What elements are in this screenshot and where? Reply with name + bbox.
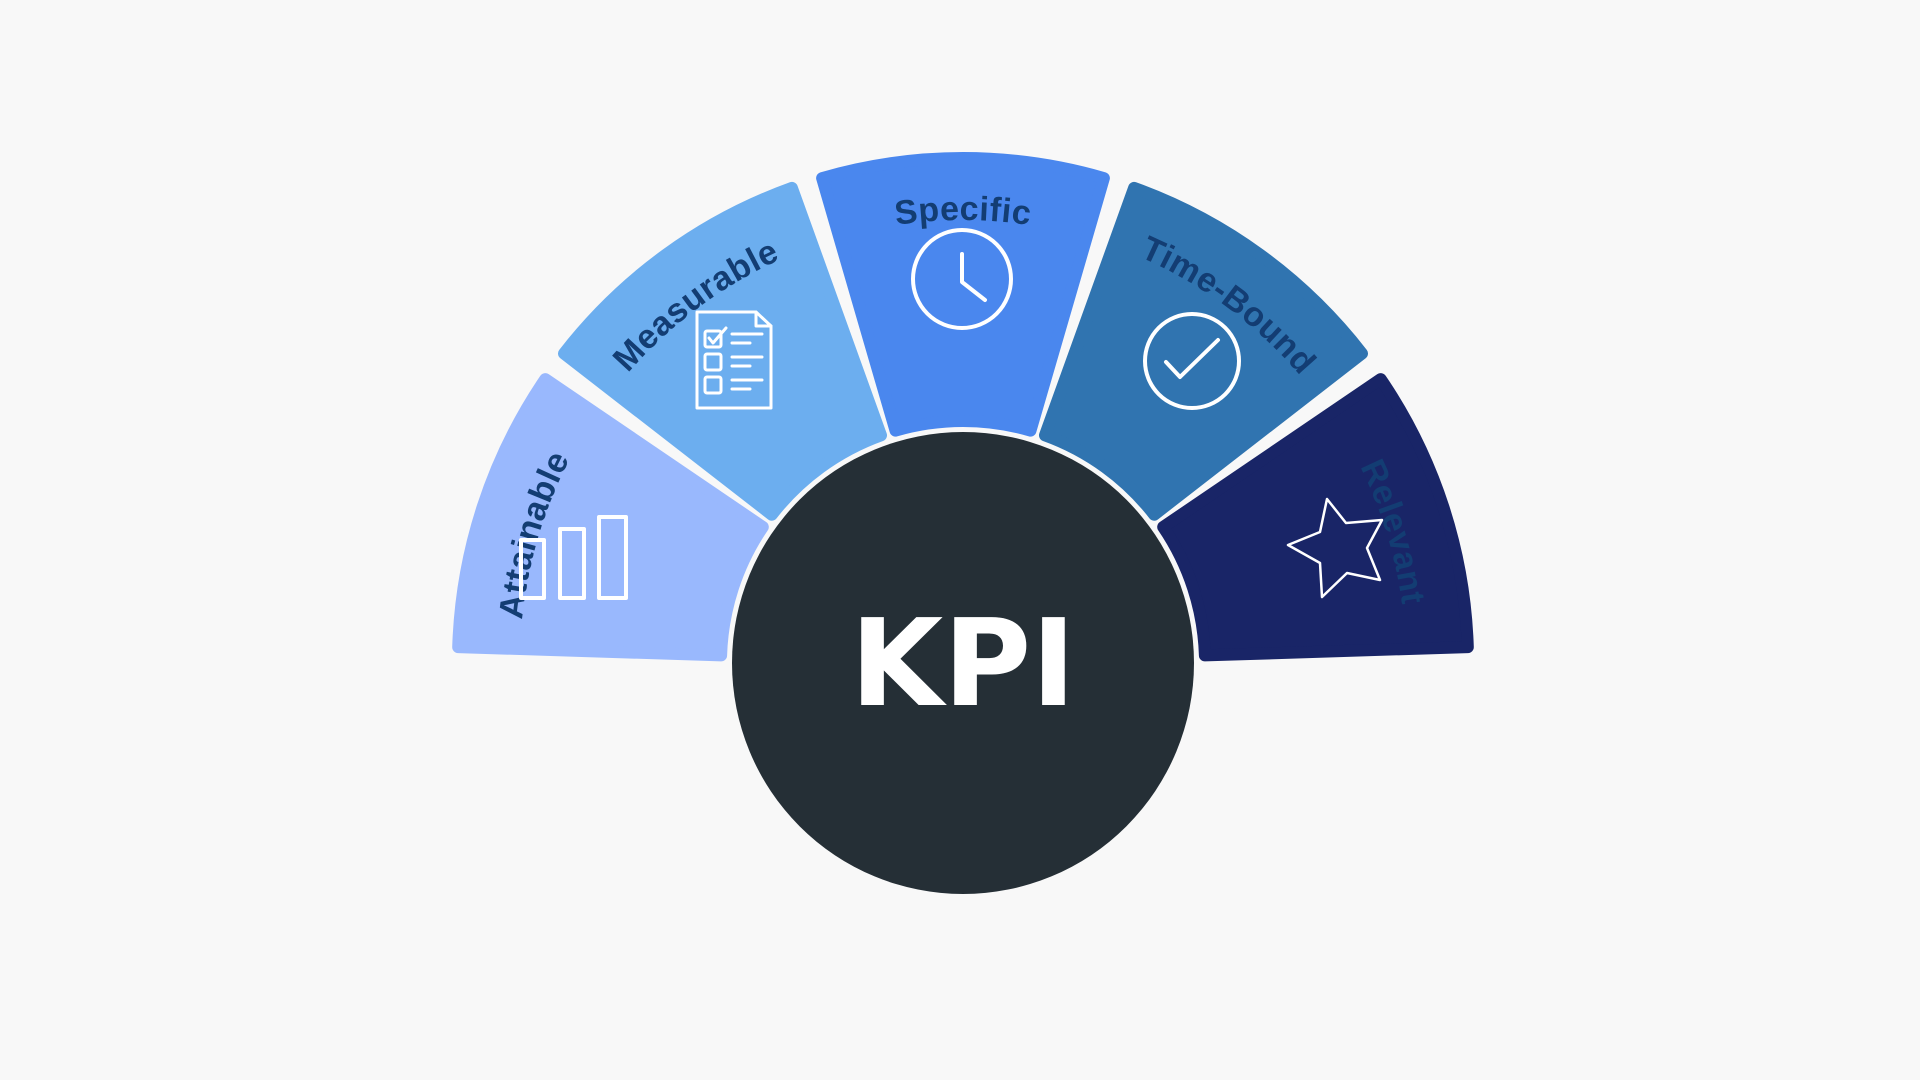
kpi-center-circle: [732, 432, 1194, 894]
segment-relevant: [1157, 373, 1474, 662]
star-icon: [1286, 497, 1384, 599]
segment-measurable: [558, 181, 887, 521]
svg-text:Specific: Specific: [892, 190, 1033, 233]
segment-time-bound: [1039, 181, 1368, 521]
check-circle-icon: [1143, 312, 1241, 410]
checklist-icon: [695, 310, 773, 410]
clock-icon: [911, 228, 1013, 330]
segment-specific: [816, 152, 1110, 437]
bar-chart-icon: [519, 515, 628, 600]
kpi-center-label: KPI: [850, 595, 1076, 734]
label-specific: Specific: [892, 190, 1033, 233]
